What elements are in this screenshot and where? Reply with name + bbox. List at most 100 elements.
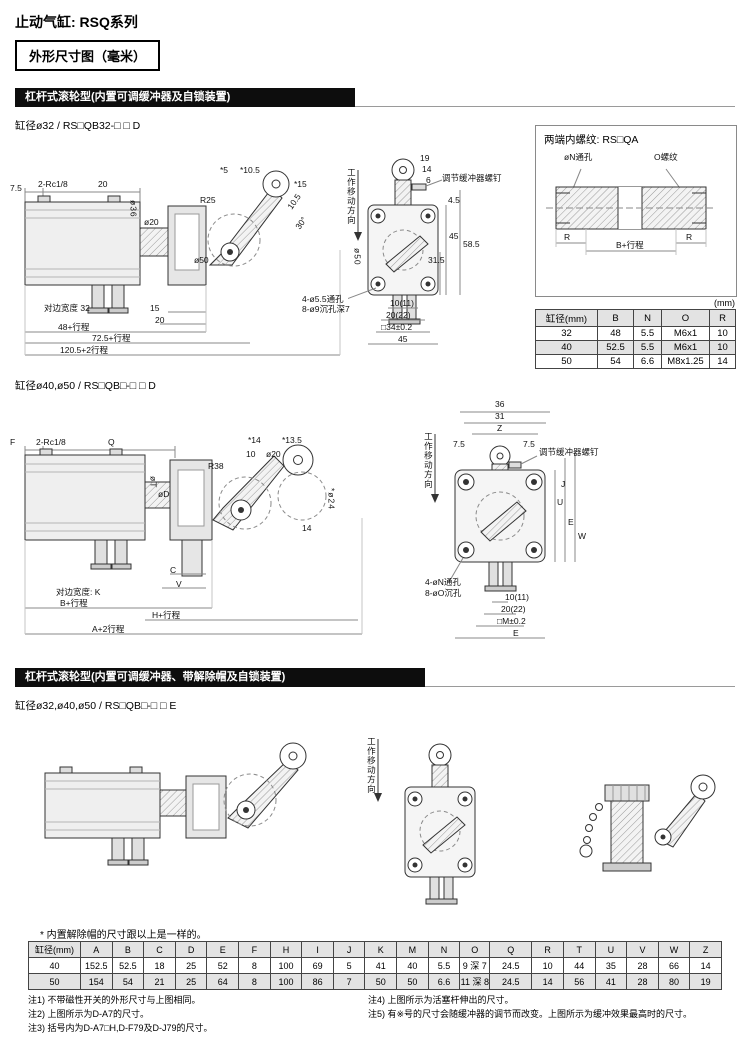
drawing-releasecap-chain-svg: [579, 774, 716, 872]
dim-label: V: [176, 579, 182, 589]
table-row-50: 50 154 54 21 25 64 8 100 86 7 50 50 6.6 …: [28, 973, 722, 990]
section2-sub: 缸径ø32,ø40,ø50 / RS□QB□-□ □ E: [15, 700, 177, 712]
dim-label: 对边宽度 32: [44, 303, 90, 313]
col-header: H: [269, 941, 303, 958]
mounting-feet: [87, 284, 129, 314]
dim-label: 31.5: [428, 255, 445, 265]
drawing-releasecap-side-svg: [44, 742, 307, 866]
col-header: O: [459, 941, 491, 958]
col-header: Z: [689, 941, 722, 958]
piston-rod: [139, 227, 169, 257]
drawing-releasecap-front-view: 工作移动方向: [366, 725, 523, 920]
cell: 6.6: [633, 354, 662, 369]
dim-label: ø20: [144, 217, 159, 227]
cell: 8: [238, 973, 271, 990]
dim-label: □34±0.2: [381, 322, 413, 332]
dim-label: 48+行程: [58, 322, 90, 332]
col-header: U: [594, 941, 628, 958]
cell: 40: [535, 340, 598, 355]
dim-label: 20: [155, 315, 165, 325]
col-header: V: [626, 941, 659, 958]
mounting-feet: [425, 876, 458, 905]
dim-label: 7.5: [523, 439, 535, 449]
release-cap: [602, 784, 652, 872]
cell: 5.5: [427, 957, 461, 974]
table-row: 50 54 6.6 M8x1.25 14: [535, 354, 736, 369]
motion-direction-label: 工作移动方向: [366, 737, 377, 794]
footnotes-left: 注1) 不带磁性开关的外形尺寸与上图相同。 注2) 上图所示为D-A7的尺寸。 …: [28, 994, 358, 1036]
cell: 40: [28, 957, 81, 974]
drawing-o32-side-view: 7.5 2-Rc1/8 20 ø36 ø20 R25 *5 *10.5 *15 …: [10, 140, 345, 362]
dim-label: 8-ø9沉孔深7: [302, 304, 350, 314]
dim-label: 20(22): [501, 604, 526, 614]
cell: 10: [531, 957, 564, 974]
cell: 10: [709, 340, 736, 355]
dim-label: 7.5: [453, 439, 465, 449]
piston-rod: [159, 789, 187, 817]
unit-label: (mm): [714, 298, 735, 308]
dim-label: *5: [220, 165, 229, 175]
cell: 48: [597, 326, 634, 341]
dim-label: *15: [294, 179, 307, 189]
dim-label: 45: [449, 231, 459, 241]
main-dimension-table: 缸径(mm) A B C D E F H I J K M N O Q R T U…: [28, 941, 722, 990]
dim-label: 72.5+行程: [92, 333, 131, 343]
dim-label: 2-Rc1/8: [38, 179, 68, 189]
dim-label: 14: [302, 523, 312, 533]
motion-direction-arrow: [354, 232, 362, 241]
dim-label: *13.5: [282, 435, 302, 445]
cylinder-body: [24, 195, 141, 286]
cell: 41: [364, 957, 398, 974]
dim-label: 10: [246, 449, 256, 459]
cell: 52.5: [111, 957, 145, 974]
body-outline: [367, 204, 439, 296]
dim-label: R38: [208, 461, 224, 471]
footnotes-right: 注4) 上图所示为活塞杆伸出的尺寸。 注5) 有※号的尺寸会随缓冲器的调节而改变…: [368, 994, 730, 1022]
dim-label: 15: [150, 303, 160, 313]
cell: 54: [111, 973, 145, 990]
table-row-40: 40 152.5 52.5 18 25 52 8 100 69 5 41 40 …: [28, 957, 722, 974]
cell: 86: [301, 973, 334, 990]
cell: 50: [364, 973, 398, 990]
footnote-4: 注4) 上图所示为活塞杆伸出的尺寸。: [368, 995, 514, 1005]
drawing-releasecap-front-svg: [374, 739, 476, 905]
dim-label: 4-ø5.5通孔: [302, 294, 344, 304]
dim-label: øT: [148, 476, 159, 489]
footnote-3: 注3) 括号内为D-A7□H,D-F79及D-J79的尺寸。: [28, 1022, 213, 1033]
col-header: T: [562, 941, 596, 958]
cell: 54: [597, 354, 634, 369]
col-header: R: [709, 309, 736, 327]
dim-label: 20(22): [386, 310, 411, 320]
cell: 14: [709, 354, 736, 369]
dim-label: 4-øN通孔: [425, 577, 461, 587]
guide-block: [169, 459, 213, 577]
cell: 50: [28, 973, 81, 990]
release-cap-note: * 内置解除帽的尺寸跟以上是一样的。: [40, 930, 207, 941]
header-rule: [15, 106, 735, 107]
lever-roller-assembly: [212, 444, 327, 531]
cell: 52: [206, 957, 240, 974]
drawing-releasecap-side-view: [30, 718, 340, 923]
cell: 8: [238, 957, 271, 974]
page-title: 止动气缸: RSQ系列: [15, 14, 138, 30]
col-header: M: [396, 941, 429, 958]
dim-label: 10(11): [390, 298, 414, 308]
col-header: D: [174, 941, 208, 958]
col-header: N: [427, 941, 461, 958]
body-outline: [454, 469, 546, 563]
cell: 69: [301, 957, 334, 974]
cell: 52.5: [597, 340, 634, 355]
cell: 154: [80, 973, 113, 990]
col-header: B: [597, 309, 634, 327]
dim-label: R: [686, 232, 693, 242]
col-header: K: [364, 941, 398, 958]
cell: 100: [269, 973, 303, 990]
drawing-o32-side-svg: [24, 170, 341, 356]
cell: 80: [657, 973, 691, 990]
col-header: O: [661, 309, 710, 327]
cell: M6x1: [661, 326, 710, 341]
dim-label: ø50: [194, 255, 209, 265]
dim-label: R25: [200, 195, 216, 205]
drawing-o4050-side-view: F 2-Rc1/8 Q *14 *13.5 10 ø20 R38 øT øD *…: [10, 398, 365, 653]
cylinder-body: [24, 448, 146, 541]
